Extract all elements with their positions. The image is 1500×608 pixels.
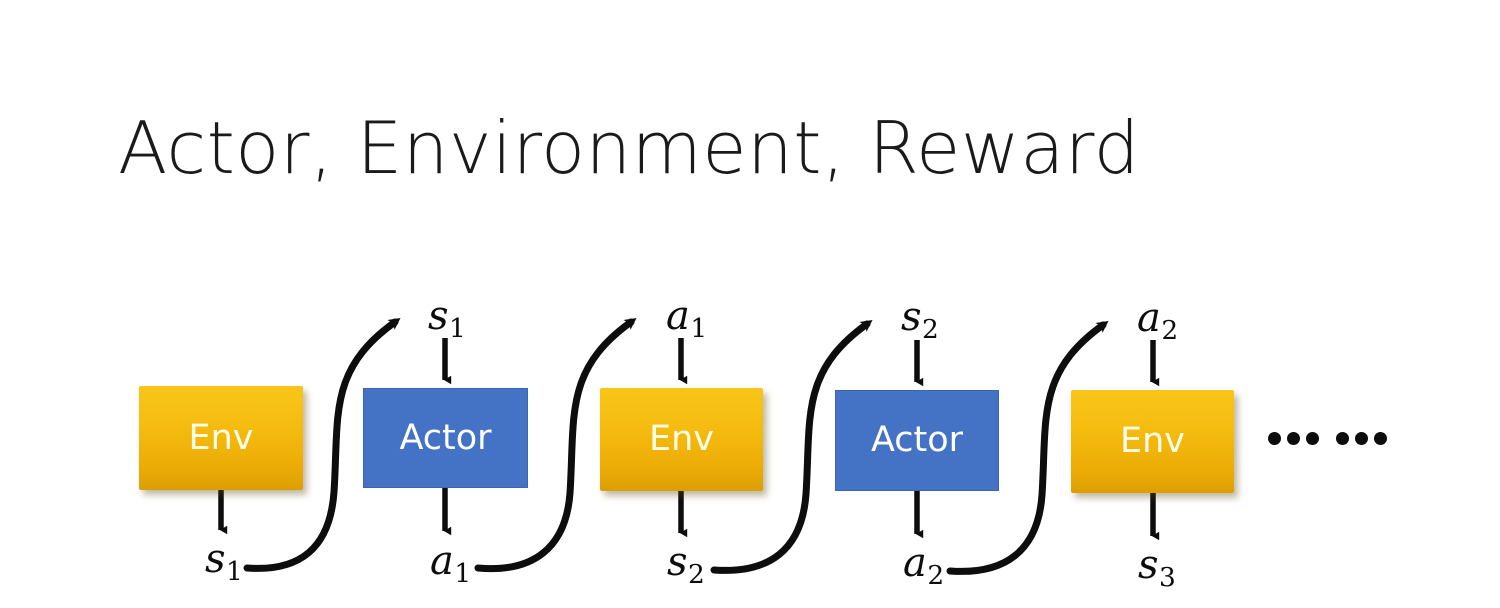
label-bottom-state-1: s1 [205, 539, 243, 586]
symbol-base: s [1138, 542, 1159, 588]
symbol-base: s [667, 539, 688, 585]
node-env-2[interactable]: Env [600, 388, 763, 491]
symbol-subscript: 1 [449, 313, 466, 345]
node-actor-1[interactable]: Actor [363, 388, 528, 488]
ellipsis-dot [1355, 432, 1368, 445]
continuation-ellipsis-icon [1268, 432, 1387, 445]
symbol-subscript: 2 [922, 314, 939, 346]
node-env-1[interactable]: Env [139, 386, 303, 490]
symbol-subscript: 3 [1159, 562, 1176, 594]
symbol-subscript: 1 [454, 558, 472, 590]
symbol-subscript: 1 [690, 313, 708, 345]
label-top-state-2: s2 [901, 297, 939, 344]
symbol-subscript: 2 [927, 560, 945, 592]
label-bottom-state-2: s2 [667, 542, 705, 589]
ellipsis-dot [1374, 432, 1387, 445]
label-top-action-1: a1 [666, 296, 707, 343]
label-bottom-action-2: a2 [903, 543, 944, 590]
symbol-base: s [205, 536, 226, 582]
ellipsis-dot [1268, 432, 1281, 445]
symbol-base: a [903, 540, 927, 586]
node-actor-2[interactable]: Actor [835, 390, 999, 491]
node-label: Env [1119, 421, 1185, 461]
ellipsis-dot [1287, 432, 1300, 445]
symbol-base: a [666, 293, 690, 339]
node-label: Actor [870, 420, 964, 460]
ellipsis-dot [1336, 432, 1349, 445]
ellipsis-gap [1325, 438, 1330, 439]
symbol-base: s [901, 294, 922, 340]
label-bottom-action-1: a1 [430, 541, 471, 588]
node-env-3[interactable]: Env [1071, 390, 1234, 493]
symbol-base: a [430, 538, 454, 584]
down-arrows-into-boxes [442, 338, 1160, 387]
symbol-base: s [428, 293, 449, 339]
symbol-subscript: 2 [1161, 315, 1179, 347]
ellipsis-dot [1306, 432, 1319, 445]
symbol-base: a [1137, 295, 1161, 341]
node-label: Env [188, 417, 254, 458]
label-top-state-1: s1 [428, 296, 466, 343]
symbol-subscript: 2 [688, 559, 705, 591]
node-label: Actor [399, 417, 492, 458]
page-title: Actor, Environment, Reward [118, 106, 1140, 190]
node-label: Env [648, 419, 714, 459]
down-arrows-out-of-boxes [218, 488, 1160, 541]
symbol-subscript: 1 [226, 556, 243, 588]
label-bottom-state-3: s3 [1138, 545, 1176, 592]
label-top-action-2: a2 [1137, 298, 1178, 345]
